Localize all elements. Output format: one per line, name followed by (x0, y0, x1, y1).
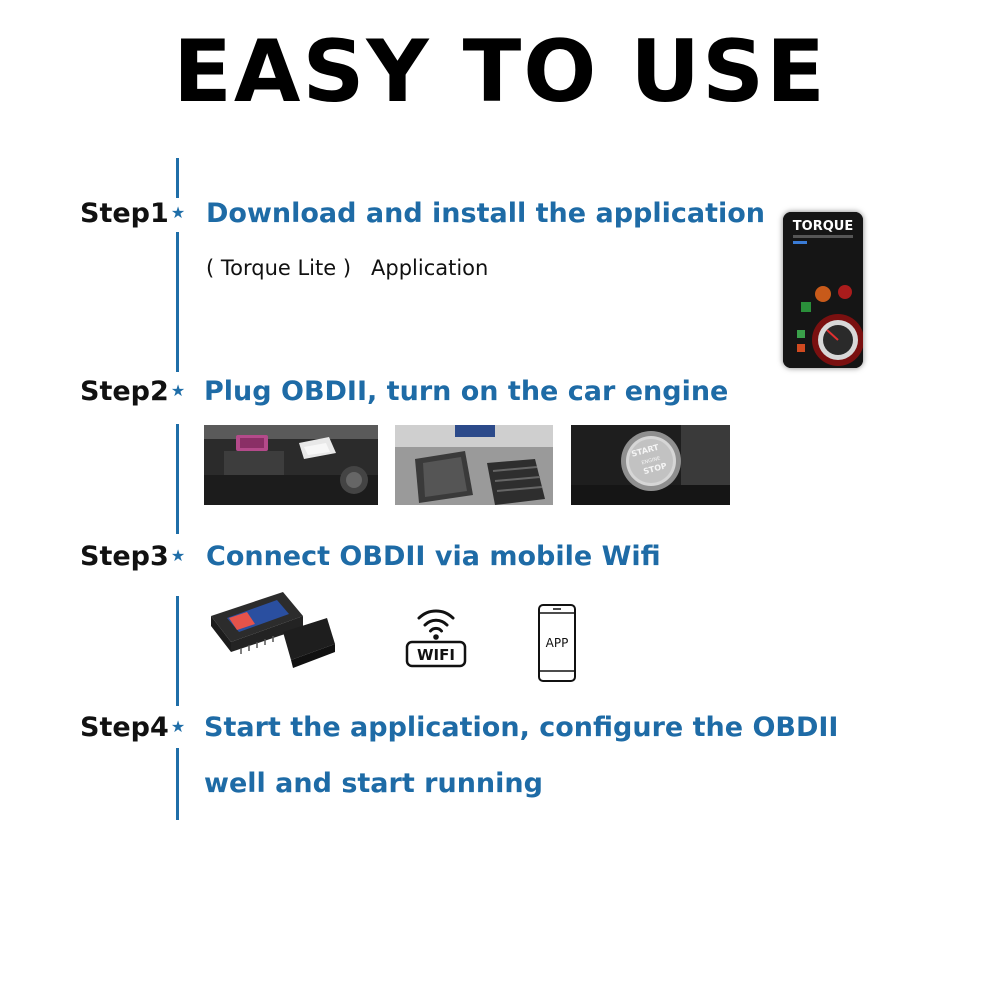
engine-label: ENGINE (641, 456, 661, 467)
step-description: Start the application, configure the OBD… (204, 712, 839, 743)
step-description: Download and install the application (206, 198, 766, 229)
timeline-segment-4 (176, 596, 179, 706)
smartphone-icon: APP (537, 603, 577, 683)
timeline-star-icon: ★ (170, 719, 186, 736)
phone-app-icon: TORQUE (783, 212, 863, 368)
step-label: Step4 (80, 712, 169, 743)
step-description-continued: well and start running (204, 768, 543, 799)
obd-port-photo (204, 425, 378, 505)
start-engine-button-photo: START ENGINE STOP (571, 425, 730, 505)
timeline-segment-1 (176, 158, 179, 198)
timeline-segment-3 (176, 424, 179, 534)
timeline-segment-5 (176, 748, 179, 820)
app-name-note: ( Torque Lite ) (206, 256, 352, 280)
timeline-segment-2 (176, 232, 179, 372)
app-suffix-note: Application (371, 256, 489, 280)
torque-title: TORQUE (793, 219, 853, 234)
app-label: APP (546, 636, 569, 650)
timeline-star-icon: ★ (170, 548, 186, 565)
step-description: Connect OBDII via mobile Wifi (206, 541, 661, 572)
page-title: EASY TO USE (173, 22, 827, 122)
step-label: Step2 (80, 376, 169, 407)
timeline-star-icon: ★ (170, 205, 186, 222)
wifi-label: WIFI (417, 646, 455, 664)
step-label: Step3 (80, 541, 169, 572)
step-description: Plug OBDII, turn on the car engine (204, 376, 729, 407)
obd-adapter-icon (207, 588, 337, 680)
step-label: Step1 (80, 198, 169, 229)
wifi-icon: WIFI (405, 604, 467, 668)
timeline-star-icon: ★ (170, 383, 186, 400)
car-pedals-photo (395, 425, 553, 505)
